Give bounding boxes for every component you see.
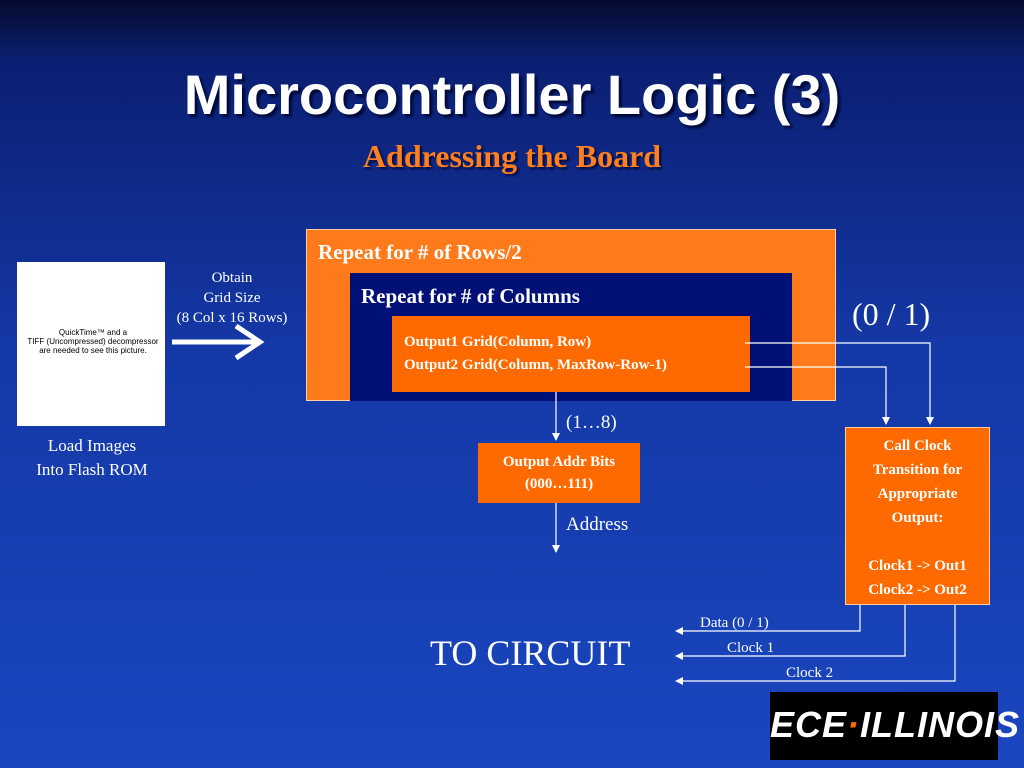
obtain-line: Obtain: [211, 270, 253, 286]
clock-transition-box: [845, 427, 990, 605]
load-line: Into Flash ROM: [36, 460, 148, 479]
inner-loop-label: Repeat for # of Columns: [361, 284, 580, 308]
placeholder-line: are needed to see this picture.: [39, 346, 147, 355]
logo-ece: ECE: [770, 704, 848, 745]
slide-subtitle: Addressing the Board: [362, 138, 662, 174]
big-arrow-icon: [172, 323, 265, 361]
output1-line: Output1 Grid(Column, Row): [404, 334, 592, 350]
clock-line: Call Clock: [883, 438, 952, 454]
output-lines: Output1 Grid(Column, Row) Output2 Grid(C…: [404, 331, 667, 377]
ece-illinois-logo: ECE·ILLINOIS: [770, 692, 1021, 760]
obtain-line: (8 Col x 16 Rows): [176, 310, 288, 326]
addr-line: (000…111): [524, 476, 594, 492]
value-label: (0 / 1): [852, 296, 931, 332]
clock-line: Appropriate: [877, 486, 958, 502]
clock2-signal-wire: [675, 605, 956, 685]
output2-line: Output2 Grid(Column, MaxRow-Row-1): [404, 357, 667, 373]
placeholder-line: TIFF (Uncompressed) decompressor: [27, 337, 159, 346]
clock1-signal-label: Clock 1: [727, 640, 775, 656]
clock-line: Output:: [891, 510, 944, 526]
obtain-line: Grid Size: [203, 290, 261, 306]
to-circuit-label: TO CIRCUIT: [430, 633, 631, 673]
output1-to-clock-wire: [745, 342, 934, 425]
output-box: [392, 316, 750, 392]
image-placeholder-text: QuickTime™ and a TIFF (Uncompressed) dec…: [17, 328, 165, 355]
placeholder-line: QuickTime™ and a: [58, 328, 128, 337]
clock2-signal-label: Clock 2: [786, 665, 834, 681]
image-placeholder: QuickTime™ and a TIFF (Uncompressed) dec…: [17, 262, 165, 426]
addr-bits-box: [478, 443, 640, 503]
output2-to-clock-wire: [745, 366, 890, 425]
addr-bits-text: Output Addr Bits (000…111): [478, 451, 640, 495]
clock-line: Transition for: [872, 462, 963, 478]
logo-wordmark: ECE·ILLINOIS: [770, 704, 1021, 745]
slide-title: Microcontroller Logic (3): [183, 63, 841, 126]
clock-line: Clock1 -> Out1: [868, 558, 967, 574]
load-images-label: Load Images Into Flash ROM: [18, 434, 166, 482]
outer-loop-label: Repeat for # of Rows/2: [318, 240, 522, 264]
obtain-grid-label: Obtain Grid Size (8 Col x 16 Rows): [168, 268, 296, 328]
load-line: Load Images: [47, 436, 137, 455]
addr-line: Output Addr Bits: [502, 454, 616, 470]
clock1-signal-wire: [675, 605, 906, 660]
range-label: (1…8): [566, 412, 617, 433]
clock-transition-text: Call Clock Transition for Appropriate Ou…: [845, 434, 990, 602]
logo-illinois: ILLINOIS: [860, 704, 1021, 745]
clock-line: Clock2 -> Out2: [868, 582, 967, 598]
data-signal-label: Data (0 / 1): [700, 615, 769, 631]
data-signal-wire: [675, 605, 861, 635]
address-label: Address: [566, 514, 629, 535]
